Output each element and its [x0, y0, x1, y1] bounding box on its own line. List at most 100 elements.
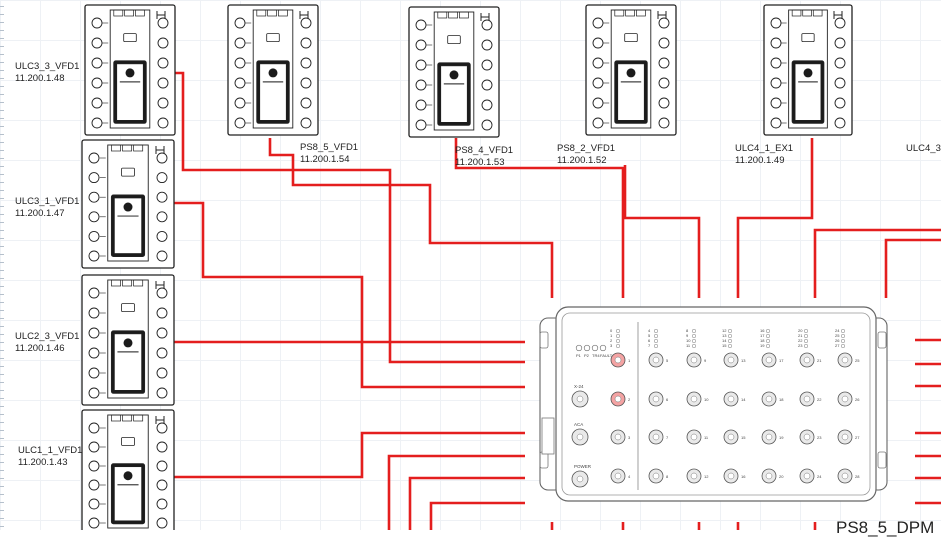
- port-number: 28: [855, 474, 860, 479]
- led-label: 26: [835, 338, 840, 343]
- io-port-left: [88, 367, 100, 379]
- io-port-left: [88, 230, 100, 242]
- led-icon: [840, 343, 846, 349]
- vfd-ip: 11.200.1.46: [15, 343, 65, 354]
- vfd-module-ulc2-3: [81, 274, 175, 406]
- top-terminal: [278, 9, 288, 17]
- io-port-right: [300, 117, 312, 129]
- io-port-left: [592, 17, 604, 29]
- vfd-label-ulc4-3[interactable]: ULC4_3: [906, 143, 941, 155]
- port-number: 9: [704, 358, 707, 363]
- m12-port-pin: [614, 395, 622, 403]
- port-number: 11: [704, 435, 709, 440]
- led-icon: [803, 338, 809, 344]
- vfd-ip: 11.200.1.49: [735, 155, 785, 166]
- vfd-label-ulc4-1-ex1[interactable]: ULC4_1_EX1 11.200.1.49: [735, 143, 793, 167]
- led-label: 3: [610, 343, 613, 348]
- vfd-ip: 11.200.1.43: [18, 457, 68, 468]
- top-terminal: [625, 9, 635, 17]
- io-port-left: [770, 77, 782, 89]
- port-number: 7: [666, 435, 669, 440]
- io-port-right: [300, 37, 312, 49]
- led-icon: [803, 333, 809, 339]
- vfd-label-ulc3-1[interactable]: ULC3_1_VFD1 11.200.1.47: [15, 196, 79, 220]
- io-port-right: [157, 17, 169, 29]
- led-icon: [840, 333, 846, 339]
- io-port-right: [156, 230, 168, 242]
- vfd-label-ulc2-3[interactable]: ULC2_3_VFD1 11.200.1.46: [15, 331, 79, 355]
- port-number: 2: [628, 397, 631, 402]
- left-port-pin: [576, 395, 584, 403]
- led-label: 10: [686, 338, 691, 343]
- port-number: 22: [817, 397, 822, 402]
- io-port-right: [658, 17, 670, 29]
- status-led: [121, 437, 135, 446]
- io-port-right: [658, 97, 670, 109]
- top-terminal: [267, 9, 277, 17]
- led-icon: [615, 328, 621, 334]
- port-number: 24: [817, 474, 822, 479]
- io-port-left: [415, 19, 427, 31]
- port-number: 14: [741, 397, 746, 402]
- top-terminal: [122, 279, 133, 287]
- vfd-name: ULC3_1_VFD1: [15, 196, 80, 207]
- top-terminal: [812, 9, 823, 17]
- brand-logo-icon: [123, 471, 133, 481]
- vfd-label-ps8-2[interactable]: PS8_2_VFD1 11.200.1.52: [557, 143, 615, 167]
- io-port-right: [481, 99, 493, 111]
- port-number: 13: [741, 358, 746, 363]
- io-port-left: [88, 307, 100, 319]
- m12-port-pin: [727, 395, 735, 403]
- left-port-label: X-24: [574, 384, 584, 389]
- io-port-left: [415, 39, 427, 51]
- led-label: 25: [835, 333, 840, 338]
- io-port-right: [156, 460, 168, 472]
- io-port-left: [88, 250, 100, 262]
- led-icon: [803, 343, 809, 349]
- io-port-right: [156, 287, 168, 299]
- m12-port-pin: [614, 356, 622, 364]
- led-icon: [691, 343, 697, 349]
- left-port-pin: [576, 433, 584, 441]
- switch-title: PS8_5_DPM: [836, 518, 935, 537]
- led-icon: [691, 328, 697, 334]
- io-port-left: [91, 37, 103, 49]
- led-label: 23: [798, 343, 803, 348]
- vfd-module-ulc3-1: [81, 139, 175, 269]
- led-label: 8: [686, 328, 689, 333]
- vfd-label-ps8-4[interactable]: PS8_4_VFD1 11.200.1.53: [455, 145, 513, 169]
- port-number: 12: [704, 474, 709, 479]
- vfd-label-ps8-5[interactable]: PS8_5_VFD1 11.200.1.54: [300, 142, 358, 166]
- vfd-label-ulc1-1[interactable]: ULC1_1_VFD1 11.200.1.43: [18, 445, 82, 469]
- led-icon: [615, 343, 621, 349]
- m12-port-pin: [652, 395, 660, 403]
- io-port-left: [770, 17, 782, 29]
- status-led: [624, 33, 638, 43]
- port-number: 27: [855, 435, 860, 440]
- io-port-left: [88, 387, 100, 399]
- io-port-right: [156, 191, 168, 203]
- m12-port-pin: [765, 472, 773, 480]
- io-port-right: [481, 19, 493, 31]
- io-port-right: [157, 117, 169, 129]
- ground-symbol-icon: [155, 416, 165, 424]
- io-port-left: [592, 57, 604, 69]
- io-port-left: [88, 517, 100, 529]
- io-port-right: [834, 77, 846, 89]
- m12-port-pin: [765, 356, 773, 364]
- m12-port-pin: [690, 472, 698, 480]
- io-port-left: [234, 37, 246, 49]
- m12-port-pin: [841, 395, 849, 403]
- vfd-label-ulc3-3[interactable]: ULC3_3_VFD1 11.200.1.48: [15, 61, 79, 85]
- led-icon: [615, 333, 621, 339]
- io-port-right: [156, 307, 168, 319]
- ground-symbol-icon: [155, 281, 165, 289]
- mount-slot: [877, 331, 887, 349]
- wire-17: [387, 454, 525, 530]
- led-label: 9: [686, 333, 689, 338]
- port-number: 25: [855, 358, 860, 363]
- port-number: 20: [779, 474, 784, 479]
- port-number: 3: [628, 435, 631, 440]
- status-led-icon: [591, 344, 599, 352]
